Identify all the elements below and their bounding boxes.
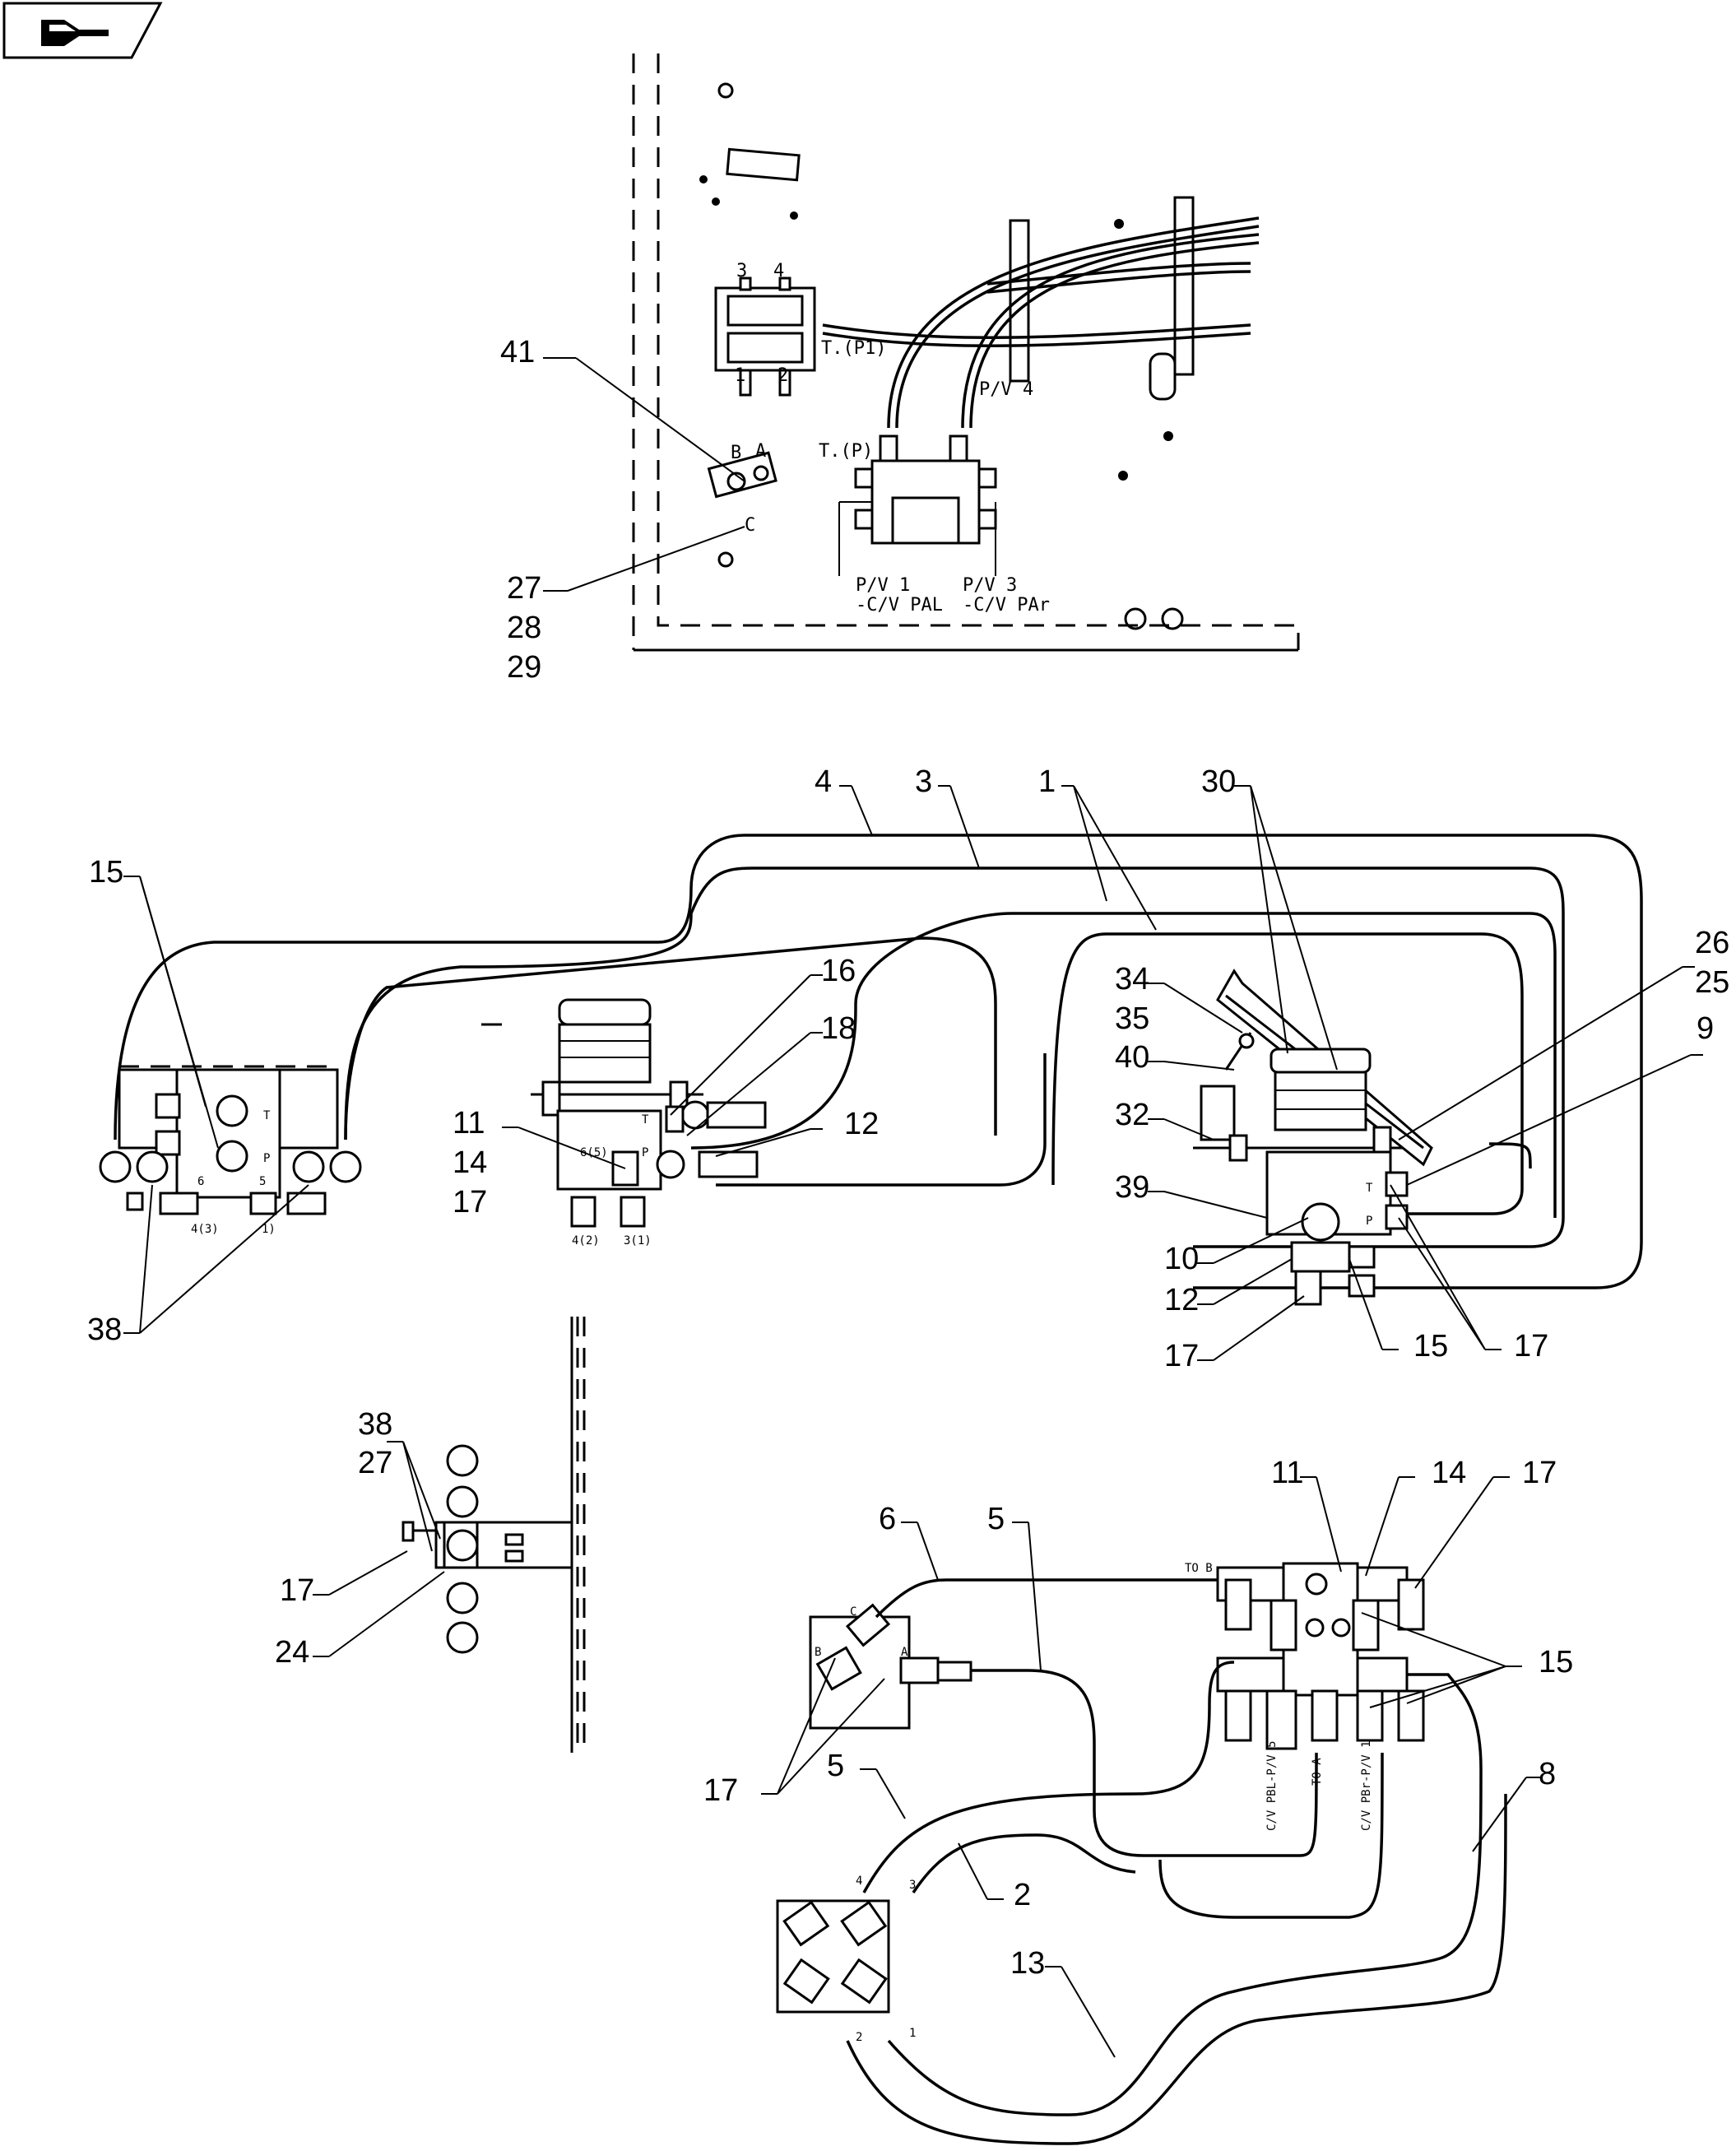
callout-17b-lower: 17 bbox=[703, 1773, 738, 1808]
callout-12b: 12 bbox=[1164, 1283, 1199, 1317]
callout-1: 1 bbox=[1038, 764, 1056, 799]
port-label-cv-par: -C/V PAr bbox=[963, 595, 1050, 616]
port-label-6: 6 bbox=[197, 1175, 204, 1188]
port-label-t-p1: T.(P1) bbox=[821, 338, 886, 359]
lower-right-view: TO B C/V PBL-P/V 5 TO A C/V PBr-P/V 1 C … bbox=[703, 1456, 1573, 2145]
port-label-4-2: 4(2) bbox=[572, 1234, 600, 1247]
left-valve-assembly bbox=[99, 1065, 362, 1215]
port-label-3-lower: 3 bbox=[909, 1879, 916, 1892]
port-label-c-lower: C bbox=[850, 1605, 856, 1619]
callout-16: 16 bbox=[821, 954, 856, 988]
callout-15b: 15 bbox=[1413, 1329, 1448, 1364]
port-label-pv1: P/V 1 bbox=[856, 575, 910, 596]
port-label-2-lower: 2 bbox=[856, 2031, 862, 2044]
callout-12a: 12 bbox=[844, 1107, 879, 1141]
callout-4: 4 bbox=[815, 764, 832, 799]
next-page-arrow-icon[interactable] bbox=[2, 2, 163, 59]
port-label-t2: T bbox=[642, 1113, 649, 1127]
callout-17a-lower: 17 bbox=[1522, 1456, 1557, 1490]
port-label-pv4: P/V 4 bbox=[979, 379, 1033, 400]
port-label-1-lower: 1 bbox=[909, 2027, 916, 2040]
callout-15a: 15 bbox=[89, 855, 123, 890]
control-manifold bbox=[1216, 1562, 1425, 1750]
joystick-valve bbox=[481, 998, 767, 1228]
port-label-4-3: 4(3) bbox=[191, 1223, 219, 1236]
callout-11: 11 bbox=[453, 1106, 485, 1141]
port-label-to-b: TO B bbox=[1185, 1562, 1213, 1575]
port-label-pv3: P/V 3 bbox=[963, 575, 1017, 596]
callout-27: 27 bbox=[507, 571, 541, 606]
callout-11-lower: 11 bbox=[1271, 1456, 1303, 1490]
callout-9: 9 bbox=[1697, 1011, 1714, 1046]
port-label-4: 4 bbox=[773, 261, 784, 281]
port-label-4-lower: 4 bbox=[856, 1875, 862, 1888]
port-label-t-p: T.(P) bbox=[819, 441, 873, 462]
callout-10: 10 bbox=[1164, 1242, 1199, 1276]
top-view: 3 4 1 2 T.(P1) P/V 4 B A T.(P) C P/V 1 bbox=[500, 53, 1300, 685]
callout-34: 34 bbox=[1115, 962, 1149, 997]
callout-27-lower: 27 bbox=[358, 1446, 392, 1480]
port-label-t3: T bbox=[1366, 1182, 1373, 1195]
callout-41: 41 bbox=[500, 335, 535, 369]
callout-5b: 5 bbox=[827, 1749, 844, 1783]
port-label-cv-pbr: C/V PBr-P/V 1 bbox=[1360, 1740, 1373, 1831]
callout-14: 14 bbox=[453, 1145, 487, 1180]
port-label-6-5: 6(5) bbox=[580, 1146, 608, 1159]
callout-17b: 17 bbox=[1164, 1339, 1199, 1373]
port-label-p2: P bbox=[642, 1146, 648, 1159]
callout-17a: 17 bbox=[453, 1185, 487, 1220]
pilot-valve-block bbox=[714, 276, 816, 397]
callout-30: 30 bbox=[1201, 764, 1236, 799]
callout-32: 32 bbox=[1115, 1098, 1149, 1132]
callout-2: 2 bbox=[1014, 1878, 1031, 1912]
port-label-a-lower: A bbox=[901, 1646, 908, 1659]
callout-35: 35 bbox=[1115, 1001, 1149, 1036]
callout-39: 39 bbox=[1115, 1170, 1149, 1205]
port-label-cv-pal: -C/V PAL bbox=[856, 595, 943, 616]
callout-26: 26 bbox=[1695, 926, 1729, 960]
port-label-1: 1) bbox=[262, 1223, 276, 1236]
callout-38-lower: 38 bbox=[358, 1407, 392, 1442]
port-label-2: 2 bbox=[777, 365, 788, 386]
callout-25: 25 bbox=[1695, 965, 1729, 1000]
callout-17-lower: 17 bbox=[280, 1573, 314, 1608]
callout-13: 13 bbox=[1010, 1946, 1045, 1981]
port-label-b-lower: B bbox=[815, 1646, 821, 1659]
port-label-t1: T bbox=[263, 1109, 271, 1122]
callout-5a: 5 bbox=[987, 1502, 1005, 1536]
callout-6: 6 bbox=[879, 1502, 896, 1536]
callout-15-lower: 15 bbox=[1539, 1645, 1573, 1679]
port-label-3-1: 3(1) bbox=[624, 1234, 652, 1247]
callout-14-lower: 14 bbox=[1432, 1456, 1466, 1490]
port-label-1: 1 bbox=[735, 365, 745, 386]
port-label-c: C bbox=[745, 515, 755, 536]
port-label-b: B bbox=[731, 443, 741, 463]
manifold-block bbox=[854, 434, 997, 545]
callout-24-lower: 24 bbox=[275, 1635, 309, 1670]
pedal-valve bbox=[1193, 969, 1433, 1306]
middle-view: T P 6 5 4(3) 1) T P 6(5) bbox=[87, 764, 1729, 1373]
port-label-5: 5 bbox=[259, 1175, 266, 1188]
callout-28: 28 bbox=[507, 611, 541, 645]
port-label-a: A bbox=[755, 441, 766, 462]
small-control-valve bbox=[809, 1603, 972, 1730]
callout-40: 40 bbox=[1115, 1040, 1149, 1075]
callout-38: 38 bbox=[87, 1312, 122, 1347]
lower-left-view: 38 27 17 24 bbox=[275, 1317, 586, 1753]
callout-29: 29 bbox=[507, 650, 541, 685]
callout-17c: 17 bbox=[1514, 1329, 1548, 1364]
small-valve bbox=[707, 451, 777, 499]
callout-18: 18 bbox=[821, 1011, 856, 1046]
quad-valve bbox=[776, 1899, 890, 2014]
callout-3: 3 bbox=[915, 764, 932, 799]
port-label-cv-pbl: C/V PBL-P/V 5 bbox=[1265, 1740, 1279, 1831]
callout-8: 8 bbox=[1539, 1757, 1556, 1791]
port-label-p3: P bbox=[1366, 1215, 1372, 1228]
port-label-p1: P bbox=[263, 1152, 270, 1165]
port-label-3: 3 bbox=[736, 261, 747, 281]
